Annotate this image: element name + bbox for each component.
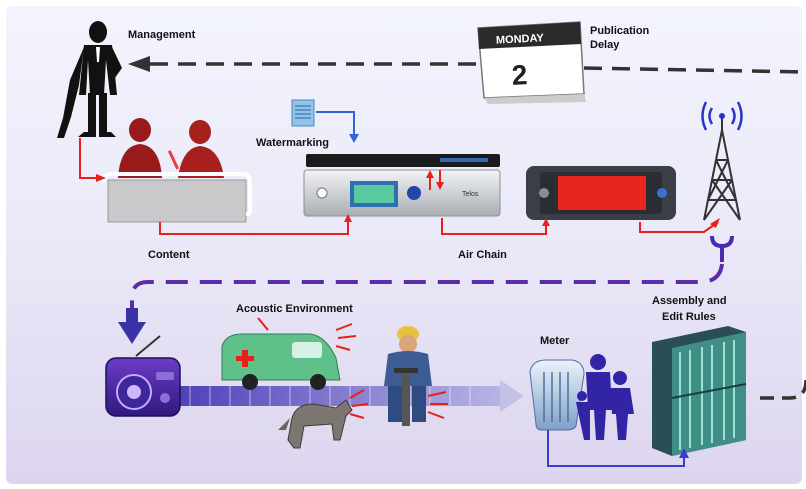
jackhammer-worker-icon	[384, 326, 448, 426]
ambulance-icon	[221, 317, 357, 390]
meter-label: Meter	[540, 335, 570, 347]
radio-receiver-icon	[105, 335, 181, 417]
assembly-label-line1: Assembly and	[652, 295, 727, 307]
server-racks-icon	[652, 326, 747, 456]
content-desk	[102, 172, 252, 223]
broadcast-purple-dashed-path	[118, 235, 734, 344]
content-label: Content	[148, 249, 190, 261]
wolf-icon	[278, 389, 369, 449]
air-chain-processor-device	[526, 166, 676, 220]
watermark-encoder-device: Telos	[303, 169, 501, 217]
management-label: Management	[128, 29, 196, 41]
watermarking-label: Watermarking	[256, 137, 329, 149]
rack-unit-top	[306, 154, 500, 167]
content-studio-presenters-icon	[118, 118, 224, 178]
management-person-icon	[57, 21, 122, 138]
publication-delay-label-line1: Publication	[590, 25, 650, 37]
calendar-day-text: MONDAY	[496, 32, 545, 47]
air-chain-label: Air Chain	[458, 249, 507, 261]
radio-tower-icon	[701, 101, 743, 221]
publication-delay-dashed-arrow	[128, 56, 806, 74]
assembly-label-line2: Edit Rules	[662, 311, 716, 323]
acoustic-environment-label: Acoustic Environment	[236, 303, 353, 315]
calendar-number-text: 2	[511, 59, 528, 91]
red-signal-lines	[79, 138, 719, 235]
family-silhouette-icon	[576, 354, 634, 440]
calendar-icon: MONDAY 2	[477, 21, 586, 104]
meter-to-server-line	[547, 430, 689, 467]
publication-delay-label-line2: Delay	[590, 39, 620, 51]
meter-device-icon	[529, 359, 585, 431]
svg-text:Telos: Telos	[462, 191, 479, 198]
watermark-document-icon	[291, 99, 359, 143]
